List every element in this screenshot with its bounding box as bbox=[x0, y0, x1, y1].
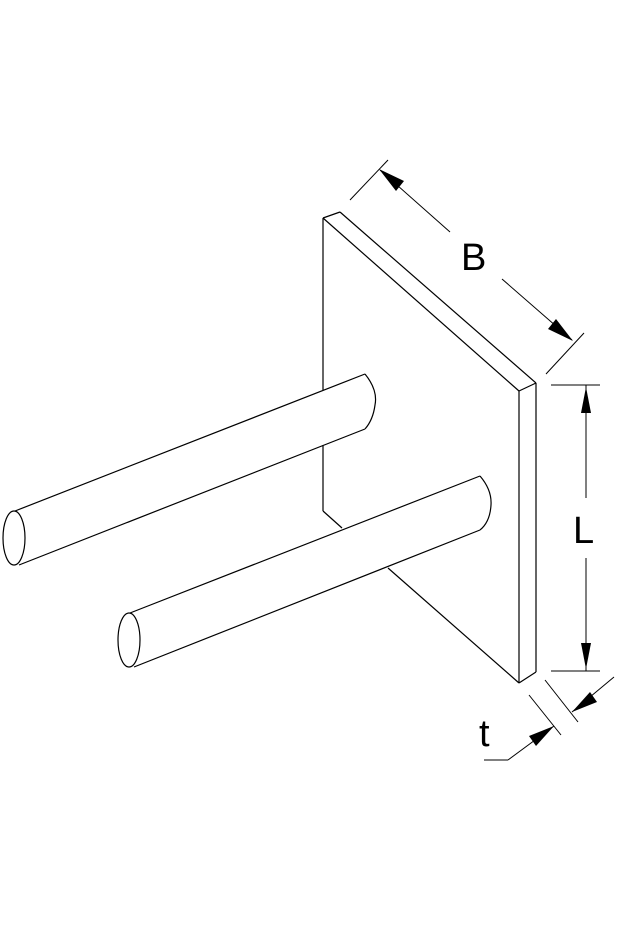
label-t: t bbox=[479, 713, 490, 755]
dimension-t: t bbox=[479, 676, 615, 761]
plate bbox=[322, 211, 537, 684]
dimension-b: B bbox=[349, 159, 585, 375]
dimension-l: L bbox=[551, 384, 600, 672]
upper-rod bbox=[2, 373, 377, 566]
label-l: L bbox=[573, 510, 594, 552]
label-b: B bbox=[461, 237, 486, 279]
lower-rod bbox=[117, 475, 492, 668]
